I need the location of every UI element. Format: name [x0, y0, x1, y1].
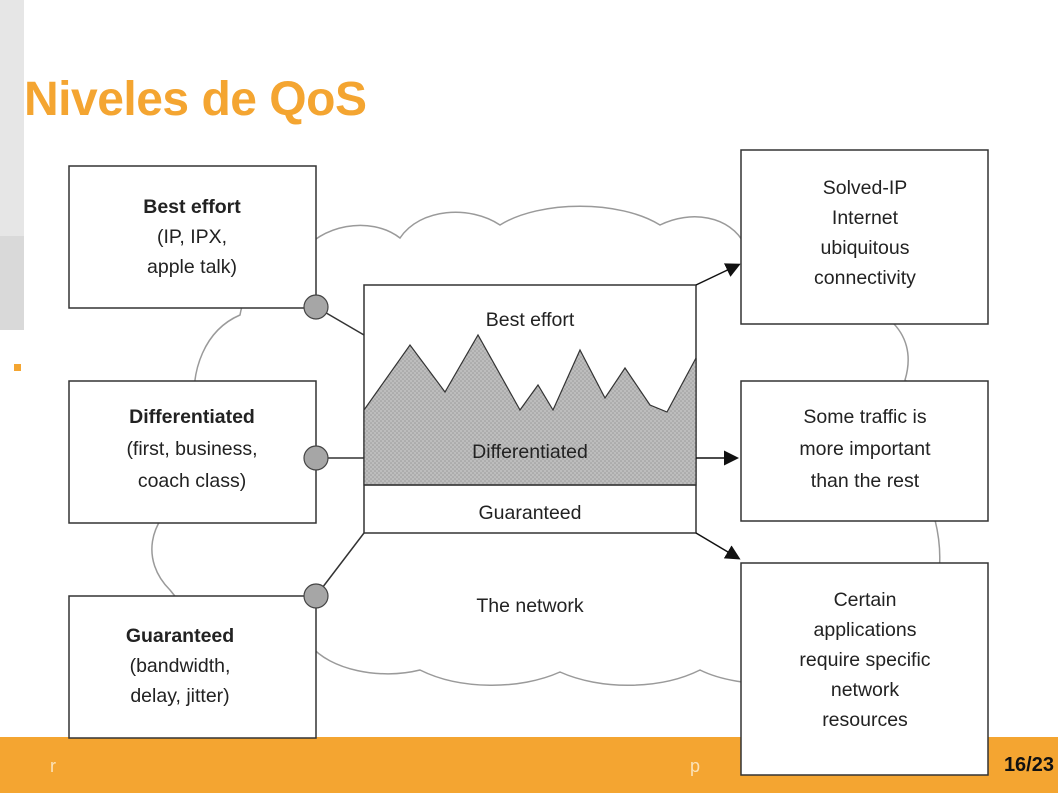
footer-left-text: r: [50, 756, 56, 776]
center-guaranteed-label: Guaranteed: [479, 502, 582, 524]
guaranteed-line: delay, jitter): [130, 685, 229, 707]
bullet-marker: [14, 364, 21, 371]
solved-ip-line: Solved-IP: [823, 177, 908, 199]
some-traffic-line: than the rest: [811, 470, 920, 492]
some-traffic-line: Some traffic is: [803, 406, 926, 428]
network-label: The network: [476, 595, 584, 617]
guaranteed-box: [68, 595, 317, 739]
arrow-to-solved-ip: [695, 263, 741, 286]
solved-ip-line: ubiquitous: [821, 237, 910, 259]
certain-apps-box: [740, 562, 989, 776]
differentiated-line: (first, business,: [126, 438, 257, 460]
some-traffic-line: more important: [799, 438, 931, 460]
best-effort-line: apple talk): [147, 256, 237, 278]
some-traffic-box: [740, 380, 989, 522]
page-number: 16/23: [1003, 754, 1054, 776]
differentiated-node: [303, 445, 329, 471]
arrow-to-certain-apps: [695, 532, 741, 560]
differentiated-area: [363, 333, 697, 486]
solved-ip-line: Internet: [832, 207, 899, 229]
certain-apps-line: network: [831, 679, 900, 701]
certain-apps-line: require specific: [799, 649, 930, 671]
solved-ip-line: connectivity: [814, 267, 916, 289]
best-effort-node: [303, 294, 329, 320]
best-effort-box: [68, 165, 317, 309]
guaranteed-node: [303, 583, 329, 609]
guaranteed-heading: Guaranteed: [126, 625, 234, 647]
center-differentiated-label: Differentiated: [472, 441, 588, 463]
footer-mid-text: p: [690, 756, 701, 776]
certain-apps-line: Certain: [834, 589, 897, 611]
best-effort-heading: Best effort: [143, 196, 241, 218]
guaranteed-line: (bandwidth,: [130, 655, 231, 677]
center-best-effort-label: Best effort: [486, 309, 575, 331]
differentiated-heading: Differentiated: [129, 406, 255, 428]
left-decor-bar-dark: [0, 236, 24, 330]
certain-apps-line: resources: [822, 709, 908, 731]
differentiated-line: coach class): [138, 470, 246, 492]
best-effort-line: (IP, IPX,: [157, 226, 227, 248]
page-title: Niveles de QoS: [24, 73, 367, 126]
certain-apps-line: applications: [814, 619, 917, 641]
solved-ip-box: [740, 149, 989, 325]
